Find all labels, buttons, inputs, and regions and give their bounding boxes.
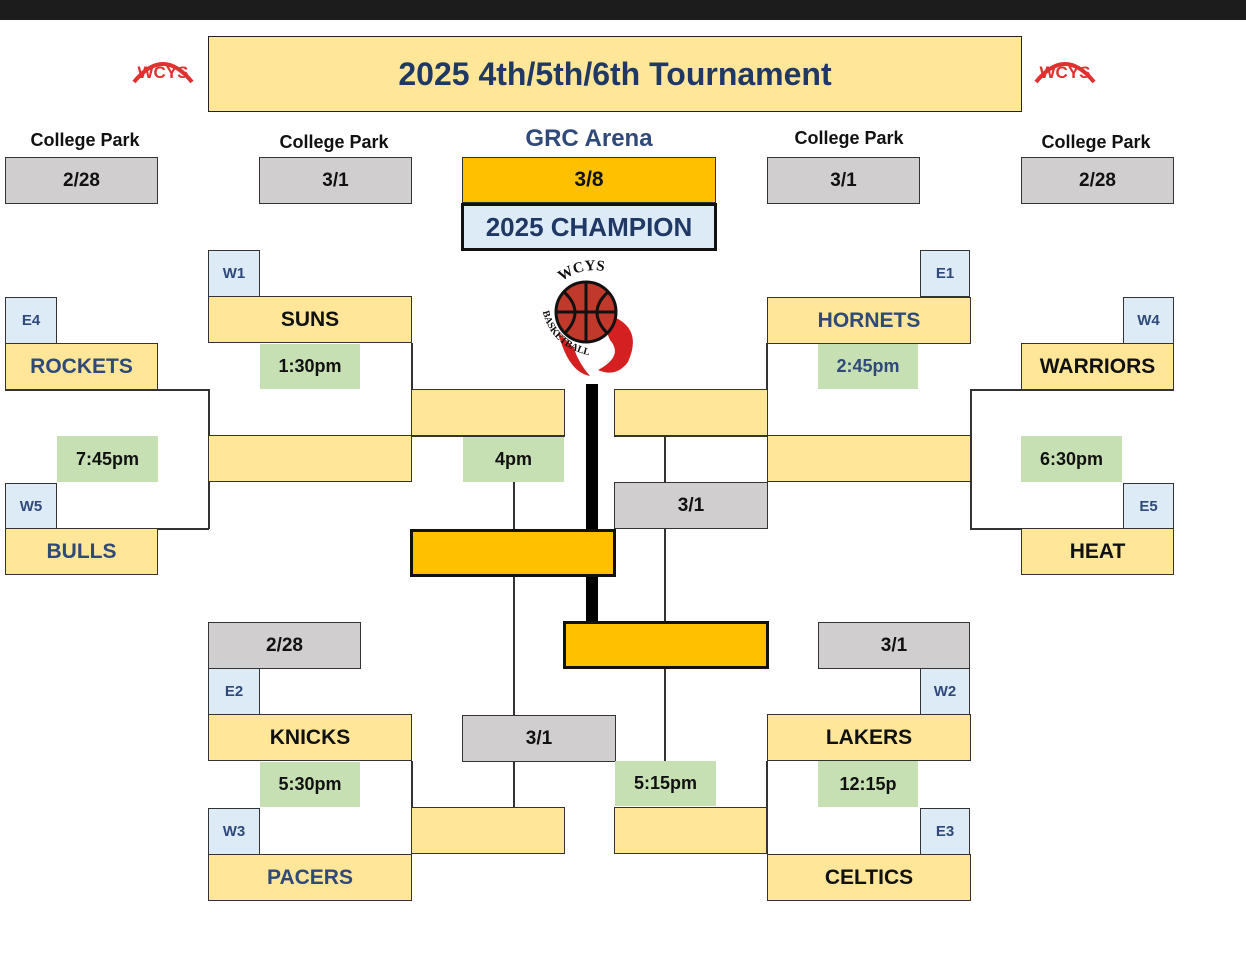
bracket-line bbox=[664, 669, 666, 761]
team-suns: SUNS bbox=[208, 296, 412, 343]
team-rockets: ROCKETS bbox=[5, 343, 158, 390]
slot-lower-right-winner bbox=[614, 807, 768, 854]
date-lower-right: 3/1 bbox=[818, 622, 970, 669]
seed-w2: W2 bbox=[920, 668, 970, 715]
bracket-line bbox=[513, 761, 515, 808]
time-warriors-heat: 6:30pm bbox=[1021, 436, 1122, 482]
team-hornets: HORNETS bbox=[767, 297, 971, 344]
team-celtics: CELTICS bbox=[767, 854, 971, 901]
bracket-line bbox=[5, 389, 209, 391]
slot-lower-left-winner bbox=[411, 807, 565, 854]
venue-far-left: College Park bbox=[30, 129, 140, 150]
bracket-line bbox=[411, 435, 565, 437]
bracket-line bbox=[766, 761, 768, 854]
time-suns: 1:30pm bbox=[260, 344, 360, 389]
bracket-line bbox=[513, 482, 515, 530]
page-title: 2025 4th/5th/6th Tournament bbox=[208, 36, 1022, 112]
team-warriors: WARRIORS bbox=[1021, 343, 1174, 390]
team-lakers: LAKERS bbox=[767, 714, 971, 761]
date-lower-center: 3/1 bbox=[462, 715, 616, 762]
seed-w4: W4 bbox=[1123, 297, 1174, 344]
window-top-bar bbox=[0, 0, 1246, 20]
svg-text:WCYS: WCYS bbox=[138, 63, 189, 82]
team-bulls: BULLS bbox=[5, 528, 158, 575]
venue-right: College Park bbox=[794, 127, 904, 148]
bracket-line bbox=[513, 577, 515, 715]
seed-e4: E4 bbox=[5, 297, 57, 344]
slot-right-semi-top bbox=[614, 389, 768, 436]
svg-text:WCYS: WCYS bbox=[1040, 63, 1091, 82]
date-left: 3/1 bbox=[259, 157, 412, 204]
team-heat: HEAT bbox=[1021, 528, 1174, 575]
seed-e5: E5 bbox=[1123, 483, 1174, 529]
center-connector-lower bbox=[586, 576, 598, 622]
team-pacers: PACERS bbox=[208, 854, 412, 901]
time-lower-semi: 5:15pm bbox=[615, 761, 716, 806]
date-right: 3/1 bbox=[767, 157, 920, 204]
date-far-right: 2/28 bbox=[1021, 157, 1174, 204]
venue-left: College Park bbox=[279, 131, 389, 152]
bracket-line bbox=[664, 436, 666, 622]
time-hornets: 2:45pm bbox=[818, 344, 918, 389]
seed-e3: E3 bbox=[920, 808, 970, 855]
bracket-line bbox=[766, 343, 768, 390]
slot-right-qf-winner bbox=[767, 435, 971, 482]
date-mid-right: 3/1 bbox=[614, 482, 768, 529]
basketball-logo: WCYS BASKETBALL bbox=[540, 258, 633, 376]
bracket-line bbox=[970, 389, 1174, 391]
venue-far-right: College Park bbox=[1041, 131, 1151, 152]
time-left-semi: 4pm bbox=[463, 437, 564, 482]
date-lower-left: 2/28 bbox=[208, 622, 361, 669]
time-lakers-celtics: 12:15p bbox=[818, 761, 918, 807]
slot-final-left bbox=[410, 529, 616, 577]
seed-w5: W5 bbox=[5, 483, 57, 529]
slot-final-right bbox=[563, 621, 769, 669]
seed-e1: E1 bbox=[920, 250, 970, 297]
wcys-logo-right: WCYS bbox=[1034, 62, 1096, 84]
date-center: 3/8 bbox=[462, 157, 716, 203]
bracket-line bbox=[411, 343, 413, 390]
time-knicks-pacers: 5:30pm bbox=[260, 762, 360, 807]
svg-text:WCYS: WCYS bbox=[555, 258, 605, 285]
wcys-logo-left: WCYS bbox=[132, 62, 194, 84]
team-knicks: KNICKS bbox=[208, 714, 412, 761]
date-far-left: 2/28 bbox=[5, 157, 158, 204]
champion-label: 2025 CHAMPION bbox=[461, 203, 717, 251]
slot-left-qf-winner bbox=[208, 435, 412, 482]
venue-center: GRC Arena bbox=[525, 125, 653, 152]
seed-w1: W1 bbox=[208, 250, 260, 297]
time-rockets-bulls: 7:45pm bbox=[57, 436, 158, 482]
center-connector-upper bbox=[586, 384, 598, 530]
seed-e2: E2 bbox=[208, 668, 260, 715]
seed-w3: W3 bbox=[208, 808, 260, 855]
slot-left-semi-top bbox=[411, 389, 565, 436]
bracket-line bbox=[614, 435, 768, 437]
